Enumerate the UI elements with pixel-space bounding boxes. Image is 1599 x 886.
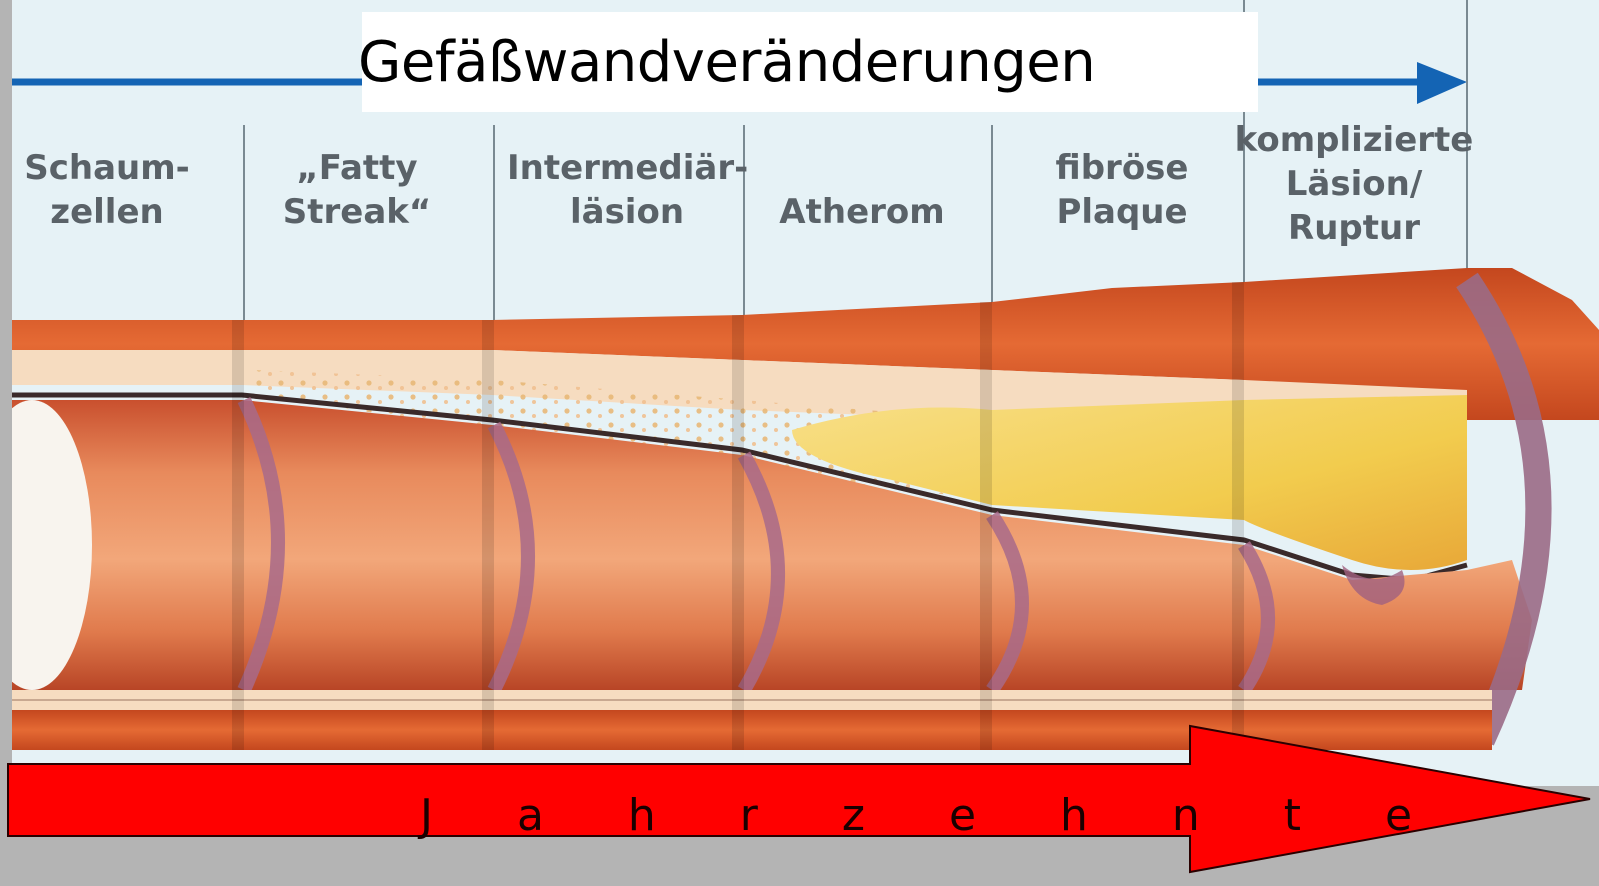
timeline-label: J a h r z e h n t e [420,790,1447,841]
